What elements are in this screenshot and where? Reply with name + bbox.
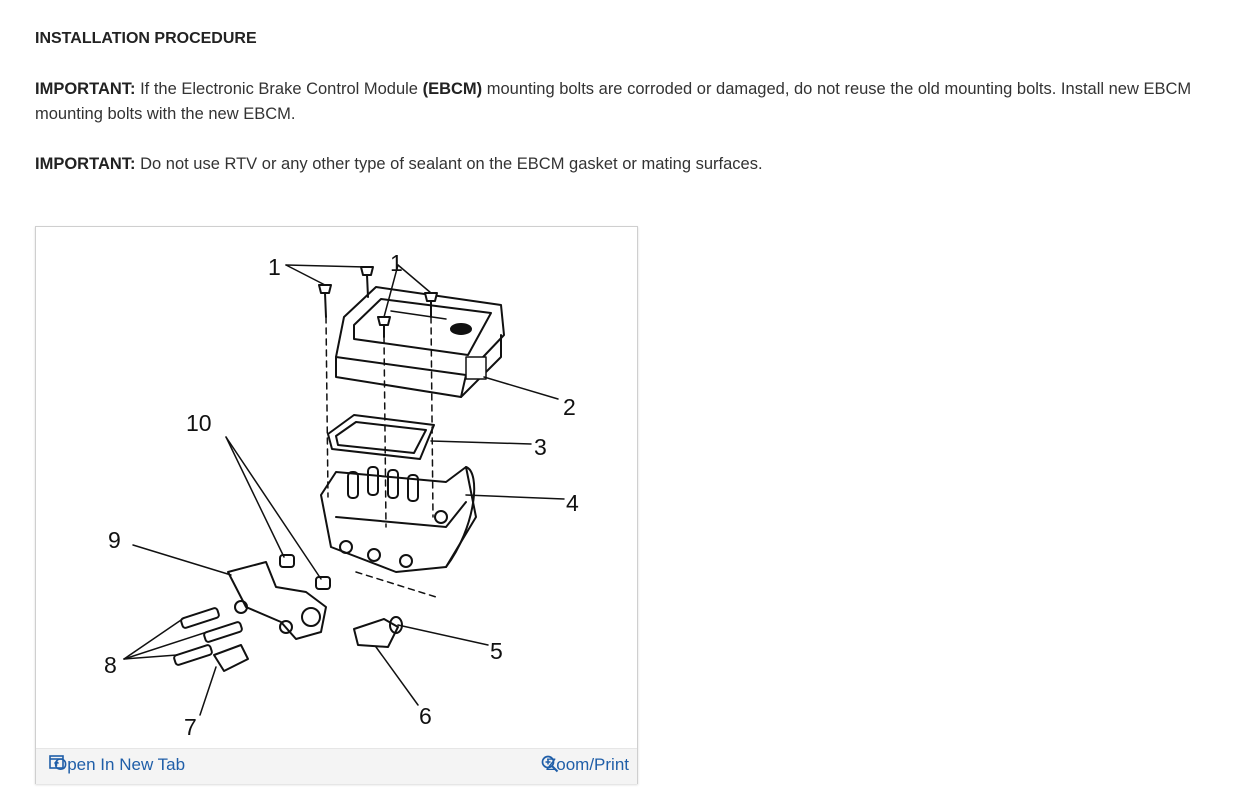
mounting-bolts-drawing: [318, 266, 438, 338]
callout-5: 5: [490, 638, 503, 664]
proportioning-valve-drawing: [227, 561, 327, 640]
callout-8: 8: [104, 652, 117, 678]
bolts-8-drawing: [173, 607, 243, 666]
callout-1-right: 1: [390, 250, 403, 276]
important-label: IMPORTANT:: [35, 155, 136, 173]
important-note-bolts: IMPORTANT: If the Electronic Brake Contr…: [35, 77, 1225, 127]
note-text: If the Electronic Brake Control Module: [135, 80, 423, 98]
zoom-print-label: Zoom/Print: [545, 755, 629, 774]
note-text: Do not use RTV or any other type of seal…: [135, 155, 763, 173]
section-heading: INSTALLATION PROCEDURE: [35, 30, 257, 47]
sensor-7-drawing: [213, 644, 249, 672]
note-text: mounting bolts are corroded or damaged, …: [35, 80, 1192, 123]
valve-body-drawing: [320, 466, 477, 573]
leader-lines: [123, 264, 565, 716]
callout-1-left: 1: [268, 254, 281, 280]
callout-6: 6: [419, 703, 432, 729]
tube-nuts-drawing: [279, 554, 331, 590]
ebcm-abbrev: (EBCM): [422, 80, 483, 98]
important-label: IMPORTANT:: [35, 80, 136, 98]
ebcm-gasket-drawing: [327, 414, 435, 460]
open-in-new-tab-link[interactable]: Open In New Tab: [49, 755, 185, 775]
ebcm-exploded-diagram: 1 1 2 3 4 5 6 7 8 9 10: [104, 250, 579, 740]
callout-4: 4: [566, 490, 579, 516]
ebcm-exploded-diagram-figure: 1 1 2 3 4 5 6 7 8 9 10 Open In New Tab Z…: [35, 226, 638, 784]
callout-9: 9: [108, 527, 121, 553]
alignment-lines: [325, 316, 437, 598]
callout-7: 7: [184, 714, 197, 740]
figure-toolbar: Open In New Tab Zoom/Print: [36, 748, 637, 784]
callout-10: 10: [186, 410, 212, 436]
callout-3: 3: [534, 434, 547, 460]
sensor-5-6-drawing: [353, 616, 403, 648]
open-in-new-tab-label: Open In New Tab: [54, 755, 186, 774]
ebcm-module-drawing: [335, 286, 505, 398]
important-note-sealant: IMPORTANT: Do not use RTV or any other t…: [35, 152, 1225, 177]
callout-2: 2: [563, 394, 576, 420]
zoom-print-link[interactable]: Zoom/Print: [541, 755, 629, 775]
